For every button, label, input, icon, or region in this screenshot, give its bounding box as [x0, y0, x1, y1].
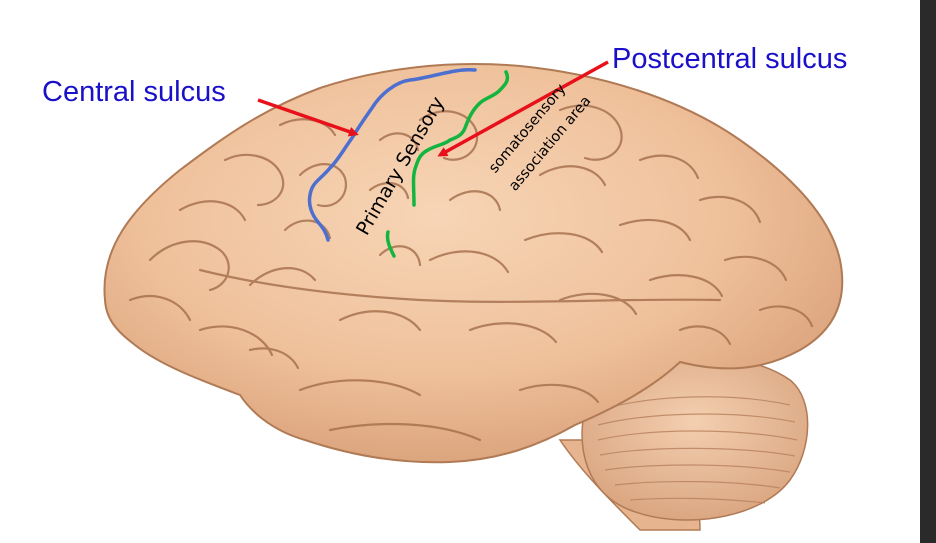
postcentral-sulcus-label: Postcentral sulcus: [612, 43, 848, 75]
gyri-folds: [128, 104, 814, 442]
central-sulcus-line: [307, 68, 477, 242]
right-frame-border: [920, 0, 936, 543]
central-sulcus-arrow: [257, 98, 359, 137]
cerebrum: [103, 63, 844, 464]
postcentral-sulcus-arrow: [437, 60, 609, 157]
postcentral-sulcus-line: [411, 70, 510, 207]
central-sulcus-label: Central sulcus: [42, 76, 226, 108]
cerebellum-folia: [597, 396, 798, 504]
postcentral-sulcus-lower: [385, 230, 396, 258]
